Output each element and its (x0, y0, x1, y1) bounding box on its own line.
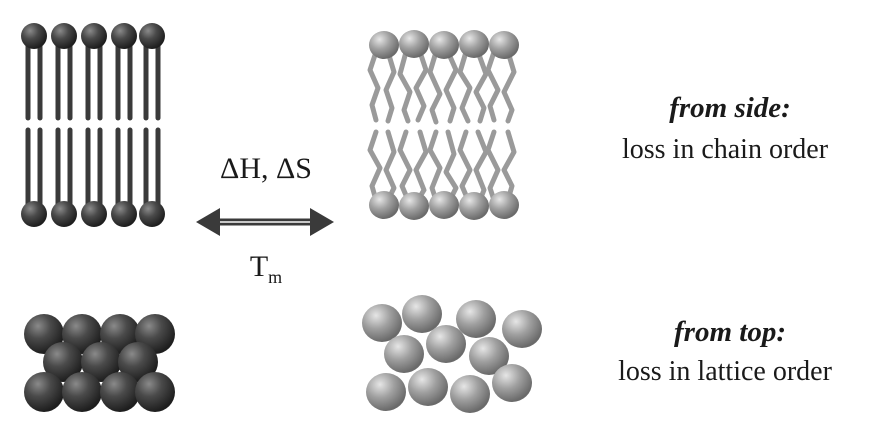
transition-temperature-label: Tm (236, 250, 296, 288)
transition-temperature-subscript: m (268, 267, 283, 287)
top-view-heading: from top: (674, 316, 786, 348)
side-view-caption: loss in chain order (621, 134, 829, 165)
equilibrium-arrow (196, 208, 334, 236)
transition-temperature-symbol: T (249, 250, 269, 283)
enthalpy-entropy-label: ΔH, ΔS (220, 152, 312, 185)
ordered-headgroups-upper (21, 23, 165, 49)
disordered-tails-upper (367, 49, 517, 125)
ordered-tails-lower (25, 127, 161, 208)
ordered-bilayer-side (21, 23, 165, 227)
side-view-heading: from side: (669, 92, 791, 124)
top-view-caption: loss in lattice order (618, 356, 832, 387)
disordered-headgroups-lower (369, 191, 519, 220)
disordered-lattice-top (362, 295, 542, 413)
ordered-tails-upper (25, 42, 161, 121)
disordered-headgroups-upper (369, 30, 519, 59)
ordered-lattice-top (24, 314, 175, 412)
disordered-bilayer-side (367, 30, 519, 220)
ordered-headgroups-lower (21, 201, 165, 227)
disordered-tails-lower (367, 129, 517, 203)
